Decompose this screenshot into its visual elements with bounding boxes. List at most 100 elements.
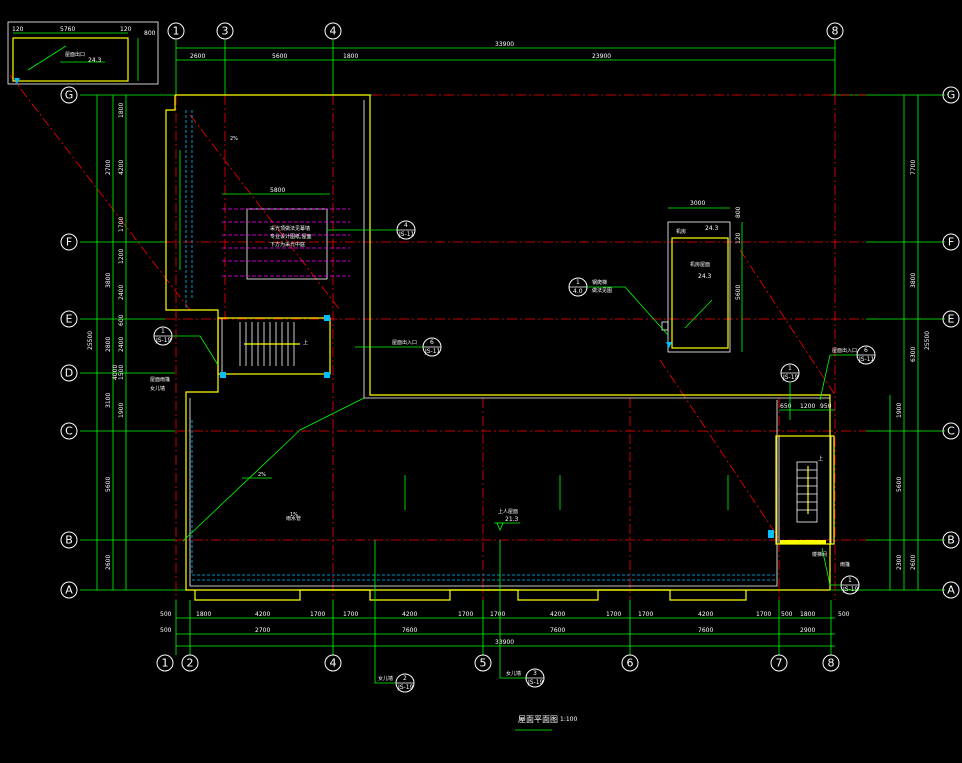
skylight-text-3: 下方为采光中庭	[270, 241, 305, 248]
svg-text:2700: 2700	[105, 160, 112, 175]
inset-level: 24.3	[88, 57, 102, 64]
svg-text:1800: 1800	[196, 611, 211, 618]
axis-label-right-c: C	[947, 425, 955, 438]
svg-text:500: 500	[160, 627, 172, 634]
axis-label-left-a: A	[65, 584, 73, 597]
inset-120-dim-right: 120	[120, 26, 132, 33]
room-120-dim: 120	[735, 232, 742, 244]
svg-text:5600: 5600	[105, 477, 112, 492]
callout-d-text2: 女儿墙	[150, 385, 165, 392]
svg-text:2600: 2600	[105, 555, 112, 570]
svg-text:1700: 1700	[343, 611, 358, 618]
svg-text:1700: 1700	[310, 611, 325, 618]
gutter-note: 雨水管	[286, 515, 301, 522]
callout-e-text: 屋面出入口	[392, 339, 417, 346]
callout-e-sub: JS-11	[424, 348, 441, 355]
callout-stair-entry-right	[819, 345, 876, 401]
svg-text:4200: 4200	[550, 611, 565, 618]
grid-lines	[9, 40, 945, 655]
axis-label-left-f: F	[66, 236, 72, 249]
left-dim-row-a: 2700 3800 2800 3100 5600 2600	[105, 160, 112, 570]
stair-up-label: 上	[818, 455, 823, 462]
callout-skylight	[327, 220, 416, 240]
top-axis-bubbles	[167, 22, 844, 40]
axis-label-right-a: A	[947, 584, 955, 597]
callout-bottom2-sub: JS-19	[527, 679, 544, 686]
axis-label-left-e: E	[66, 313, 73, 326]
svg-text:7600: 7600	[550, 627, 565, 634]
callout-rb-num: 1	[848, 577, 852, 584]
axis-label-top-1: 1	[173, 25, 180, 38]
callout-rb-sub: JS-19	[842, 586, 859, 593]
callout-d-text: 屋面雨篷	[150, 376, 170, 383]
axis-label-bottom-7: 7	[776, 657, 783, 670]
top-total-dim: 33900	[495, 41, 514, 48]
callout-parapet-1	[374, 540, 415, 693]
svg-text:500: 500	[781, 611, 793, 618]
callout-ladder	[568, 277, 669, 336]
roof-gutters	[185, 110, 777, 581]
callout-ladder-num: 1	[576, 279, 580, 286]
axis-label-right-f: F	[948, 236, 954, 249]
svg-text:2800: 2800	[105, 337, 112, 352]
svg-text:4000: 4000	[112, 365, 119, 380]
svg-text:1900: 1900	[896, 403, 903, 418]
callout-d-num: 1	[161, 328, 165, 335]
svg-text:500: 500	[838, 611, 850, 618]
building-outline	[165, 94, 831, 601]
bottom-dim-row-b: 500 2700 7600 7600 7600 2900	[160, 627, 815, 634]
drawing-scale: 1:100	[560, 716, 577, 723]
axis-label-bottom-5: 5	[480, 657, 487, 670]
axis-label-left-d: D	[65, 367, 73, 380]
left-axis-bubbles	[60, 86, 78, 599]
machine-room	[661, 207, 743, 353]
bottom-axis-bubbles	[156, 654, 840, 672]
slope-label-left: 2%	[230, 136, 238, 142]
left-dim-row-b: 1800 4200 1700 1200 2400 600 4000 1500 1…	[112, 103, 125, 418]
callout-ladder-text2: 做法见图	[592, 287, 612, 294]
svg-text:3800: 3800	[910, 273, 917, 288]
callout-rb-text: 雨篷	[840, 561, 850, 568]
slope-ticks	[179, 150, 729, 510]
callout-c-text: 屋面出入口	[832, 347, 857, 354]
inset-120-dim-left: 120	[12, 26, 24, 33]
left-stair	[217, 315, 331, 378]
svg-text:1700: 1700	[118, 217, 125, 232]
right-dim-row-a: 7700 3800 6300 1900 5600 2300 2600	[896, 160, 917, 570]
svg-text:1700: 1700	[756, 611, 771, 618]
top-seg2-dim: 5600	[272, 53, 287, 60]
svg-text:1500: 1500	[118, 365, 125, 380]
inset-800-dim: 800	[144, 30, 156, 37]
axis-bubble-top-4	[324, 22, 342, 40]
svg-text:7600: 7600	[698, 627, 713, 634]
svg-text:2400: 2400	[118, 285, 125, 300]
svg-text:500: 500	[160, 611, 172, 618]
stair-950-dim: 950	[820, 403, 832, 410]
callout-ladder-text: 钢爬梯	[592, 279, 607, 286]
svg-text:7700: 7700	[910, 160, 917, 175]
roof-main-level: 21.3	[505, 516, 519, 523]
axis-label-bottom-4: 4	[330, 657, 337, 670]
room-inner-note: 机房屋面	[690, 261, 710, 268]
callout-skylight-sub: JS-11	[398, 231, 415, 238]
svg-text:4200: 4200	[255, 611, 270, 618]
svg-text:6300: 6300	[910, 347, 917, 362]
axis-label-right-b: B	[947, 534, 955, 547]
callout-canopy-right-bottom	[821, 547, 860, 595]
roof-level-marker	[182, 397, 520, 542]
axis-label-bottom-1: 1	[162, 657, 169, 670]
svg-text:4200: 4200	[402, 611, 417, 618]
roof-main-note: 上人屋面	[498, 508, 518, 515]
stair-note: 楼梯间	[812, 551, 827, 558]
callout-c-num: 6	[864, 347, 868, 354]
svg-text:4200: 4200	[118, 160, 125, 175]
axis-label-bottom-8: 8	[828, 657, 835, 670]
svg-text:7600: 7600	[402, 627, 417, 634]
axis-label-top-4: 4	[330, 25, 337, 38]
svg-text:2300: 2300	[896, 555, 903, 570]
svg-text:1700: 1700	[606, 611, 621, 618]
stair-650-dim: 650	[780, 403, 792, 410]
callout-bottom1-num: 2	[403, 675, 407, 682]
callout-bottom2-num: 3	[533, 670, 537, 677]
